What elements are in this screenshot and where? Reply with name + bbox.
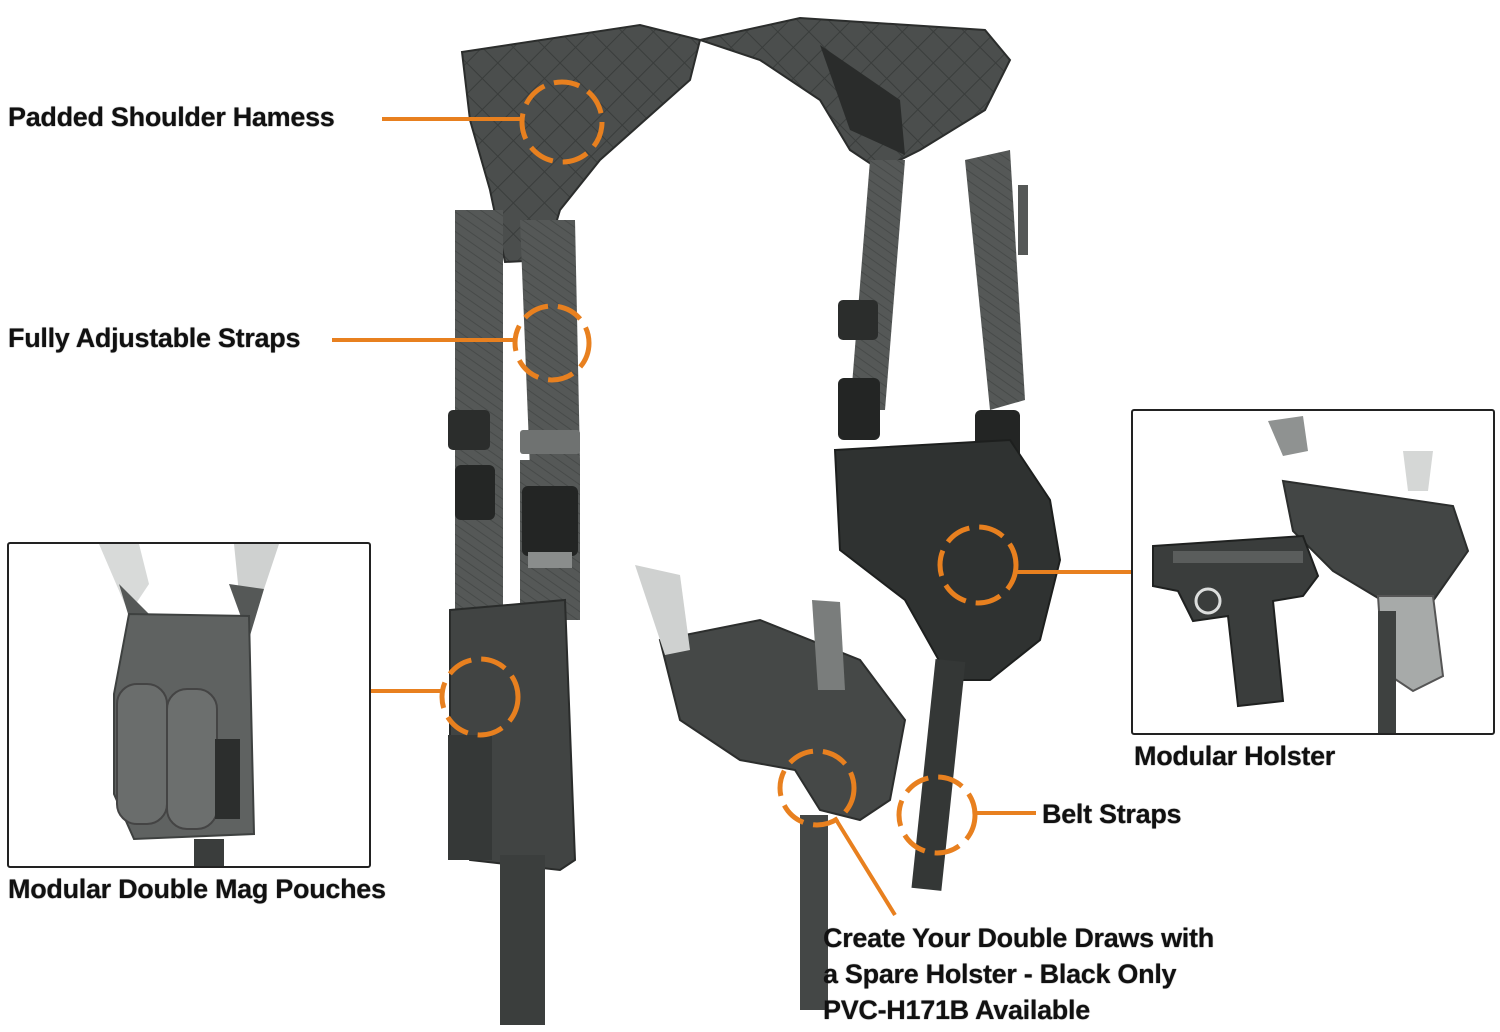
label-belt-straps: Belt Straps [1042,799,1182,829]
label-modular-double-mag-pouches: Modular Double Mag Pouches [8,874,386,904]
holster-inset [1131,409,1495,735]
label-padded-shoulder-harness: Padded Shoulder Hamess [8,102,335,132]
main-holster [833,438,1062,681]
leader-lines [332,117,1132,917]
mag-pouch-inset [7,542,371,868]
left-shoulder-pad [460,23,702,264]
mag-pouch-image [99,544,279,866]
callout-circles [439,79,1019,856]
holster-image [1152,416,1470,733]
label-modular-holster: Modular Holster [1134,741,1336,771]
label-fully-adjustable-straps: Fully Adjustable Straps [8,323,301,353]
label-spare-holster: Create Your Double Draws with a Spare Ho… [823,923,1214,1025]
